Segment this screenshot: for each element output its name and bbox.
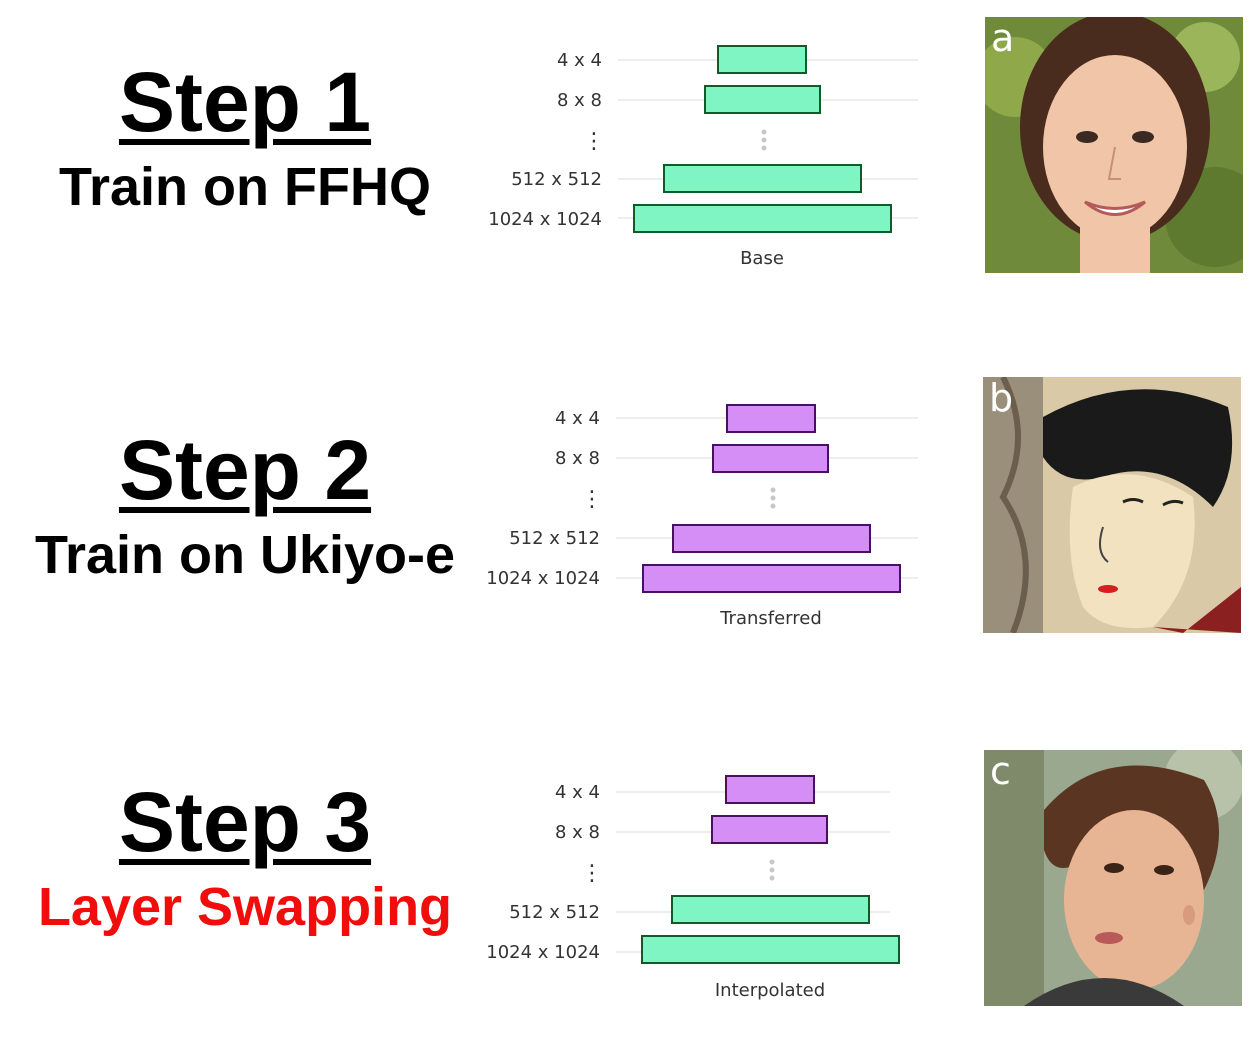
step-1-subtitle: Train on FFHQ (59, 157, 431, 217)
step-3-diagram: 4 x 4 8 x 8 ⋮ 512 x 512 1024 x 1024 Inte… (470, 752, 940, 1052)
row-label-512: 512 x 512 (509, 528, 600, 549)
row-label-8x8: 8 x 8 (557, 90, 602, 111)
bar-4x4 (726, 404, 816, 433)
diagram-caption: Transferred (719, 608, 822, 629)
step-1-title: Step 1 (118, 55, 372, 149)
bar-ellipsis (769, 859, 775, 881)
gridlines (616, 417, 918, 579)
diagram-caption: Interpolated (715, 980, 825, 1001)
row-label-8x8: 8 x 8 (555, 822, 600, 843)
step-2-title: Step 2 (118, 423, 372, 517)
step-2-diagram: 4 x 4 8 x 8 ⋮ 512 x 512 1024 x 1024 Tran… (470, 378, 940, 678)
row-ellipsis: ⋮ (581, 861, 603, 886)
step-3-panel: Step 3 Layer Swapping 4 x 4 8 x 8 ⋮ 512 … (0, 720, 1252, 1056)
diagram-caption: Base (740, 248, 784, 269)
bar-1024 (641, 935, 900, 964)
image-label-c: c (990, 750, 1011, 793)
row-label-512: 512 x 512 (511, 169, 602, 190)
row-label-4x4: 4 x 4 (555, 782, 600, 803)
bar-512 (672, 524, 871, 553)
bar-4x4 (717, 45, 807, 74)
image-label-a: a (991, 17, 1015, 60)
row-label-4x4: 4 x 4 (557, 50, 602, 71)
step-2-subtitle: Train on Ukiyo-e (34, 525, 456, 585)
bar-512 (671, 895, 870, 924)
bar-1024 (642, 564, 901, 593)
bar-8x8 (711, 815, 828, 844)
face-image-a: a (985, 17, 1243, 273)
step-3-title: Step 3 (118, 775, 372, 869)
row-ellipsis: ⋮ (583, 129, 605, 154)
row-label-1024: 1024 x 1024 (488, 209, 602, 230)
bar-8x8 (712, 444, 829, 473)
row-label-1024: 1024 x 1024 (486, 942, 600, 963)
bar-1024 (633, 204, 892, 233)
row-ellipsis: ⋮ (581, 487, 603, 512)
bar-ellipsis (761, 129, 767, 151)
row-label-1024: 1024 x 1024 (486, 568, 600, 589)
bar-ellipsis (770, 487, 776, 509)
row-label-8x8: 8 x 8 (555, 448, 600, 469)
image-label-b: b (989, 377, 1014, 420)
bar-4x4 (725, 775, 815, 804)
ukiyoe-image-b: b (983, 377, 1241, 633)
bar-8x8 (704, 85, 821, 114)
step-3-subtitle: Layer Swapping (37, 877, 453, 937)
step-2-panel: Step 2 Train on Ukiyo-e 4 x 4 8 x 8 ⋮ 51… (0, 360, 1252, 696)
gridlines (618, 59, 918, 219)
bar-512 (663, 164, 862, 193)
face-image-c: c (984, 750, 1242, 1006)
step-1-diagram: 4 x 4 8 x 8 ⋮ 512 x 512 1024 x 1024 Base (470, 20, 940, 320)
step-1-panel: Step 1 Train on FFHQ 4 x 4 8 x 8 ⋮ 512 x… (0, 0, 1252, 336)
row-label-4x4: 4 x 4 (555, 408, 600, 429)
row-label-512: 512 x 512 (509, 902, 600, 923)
